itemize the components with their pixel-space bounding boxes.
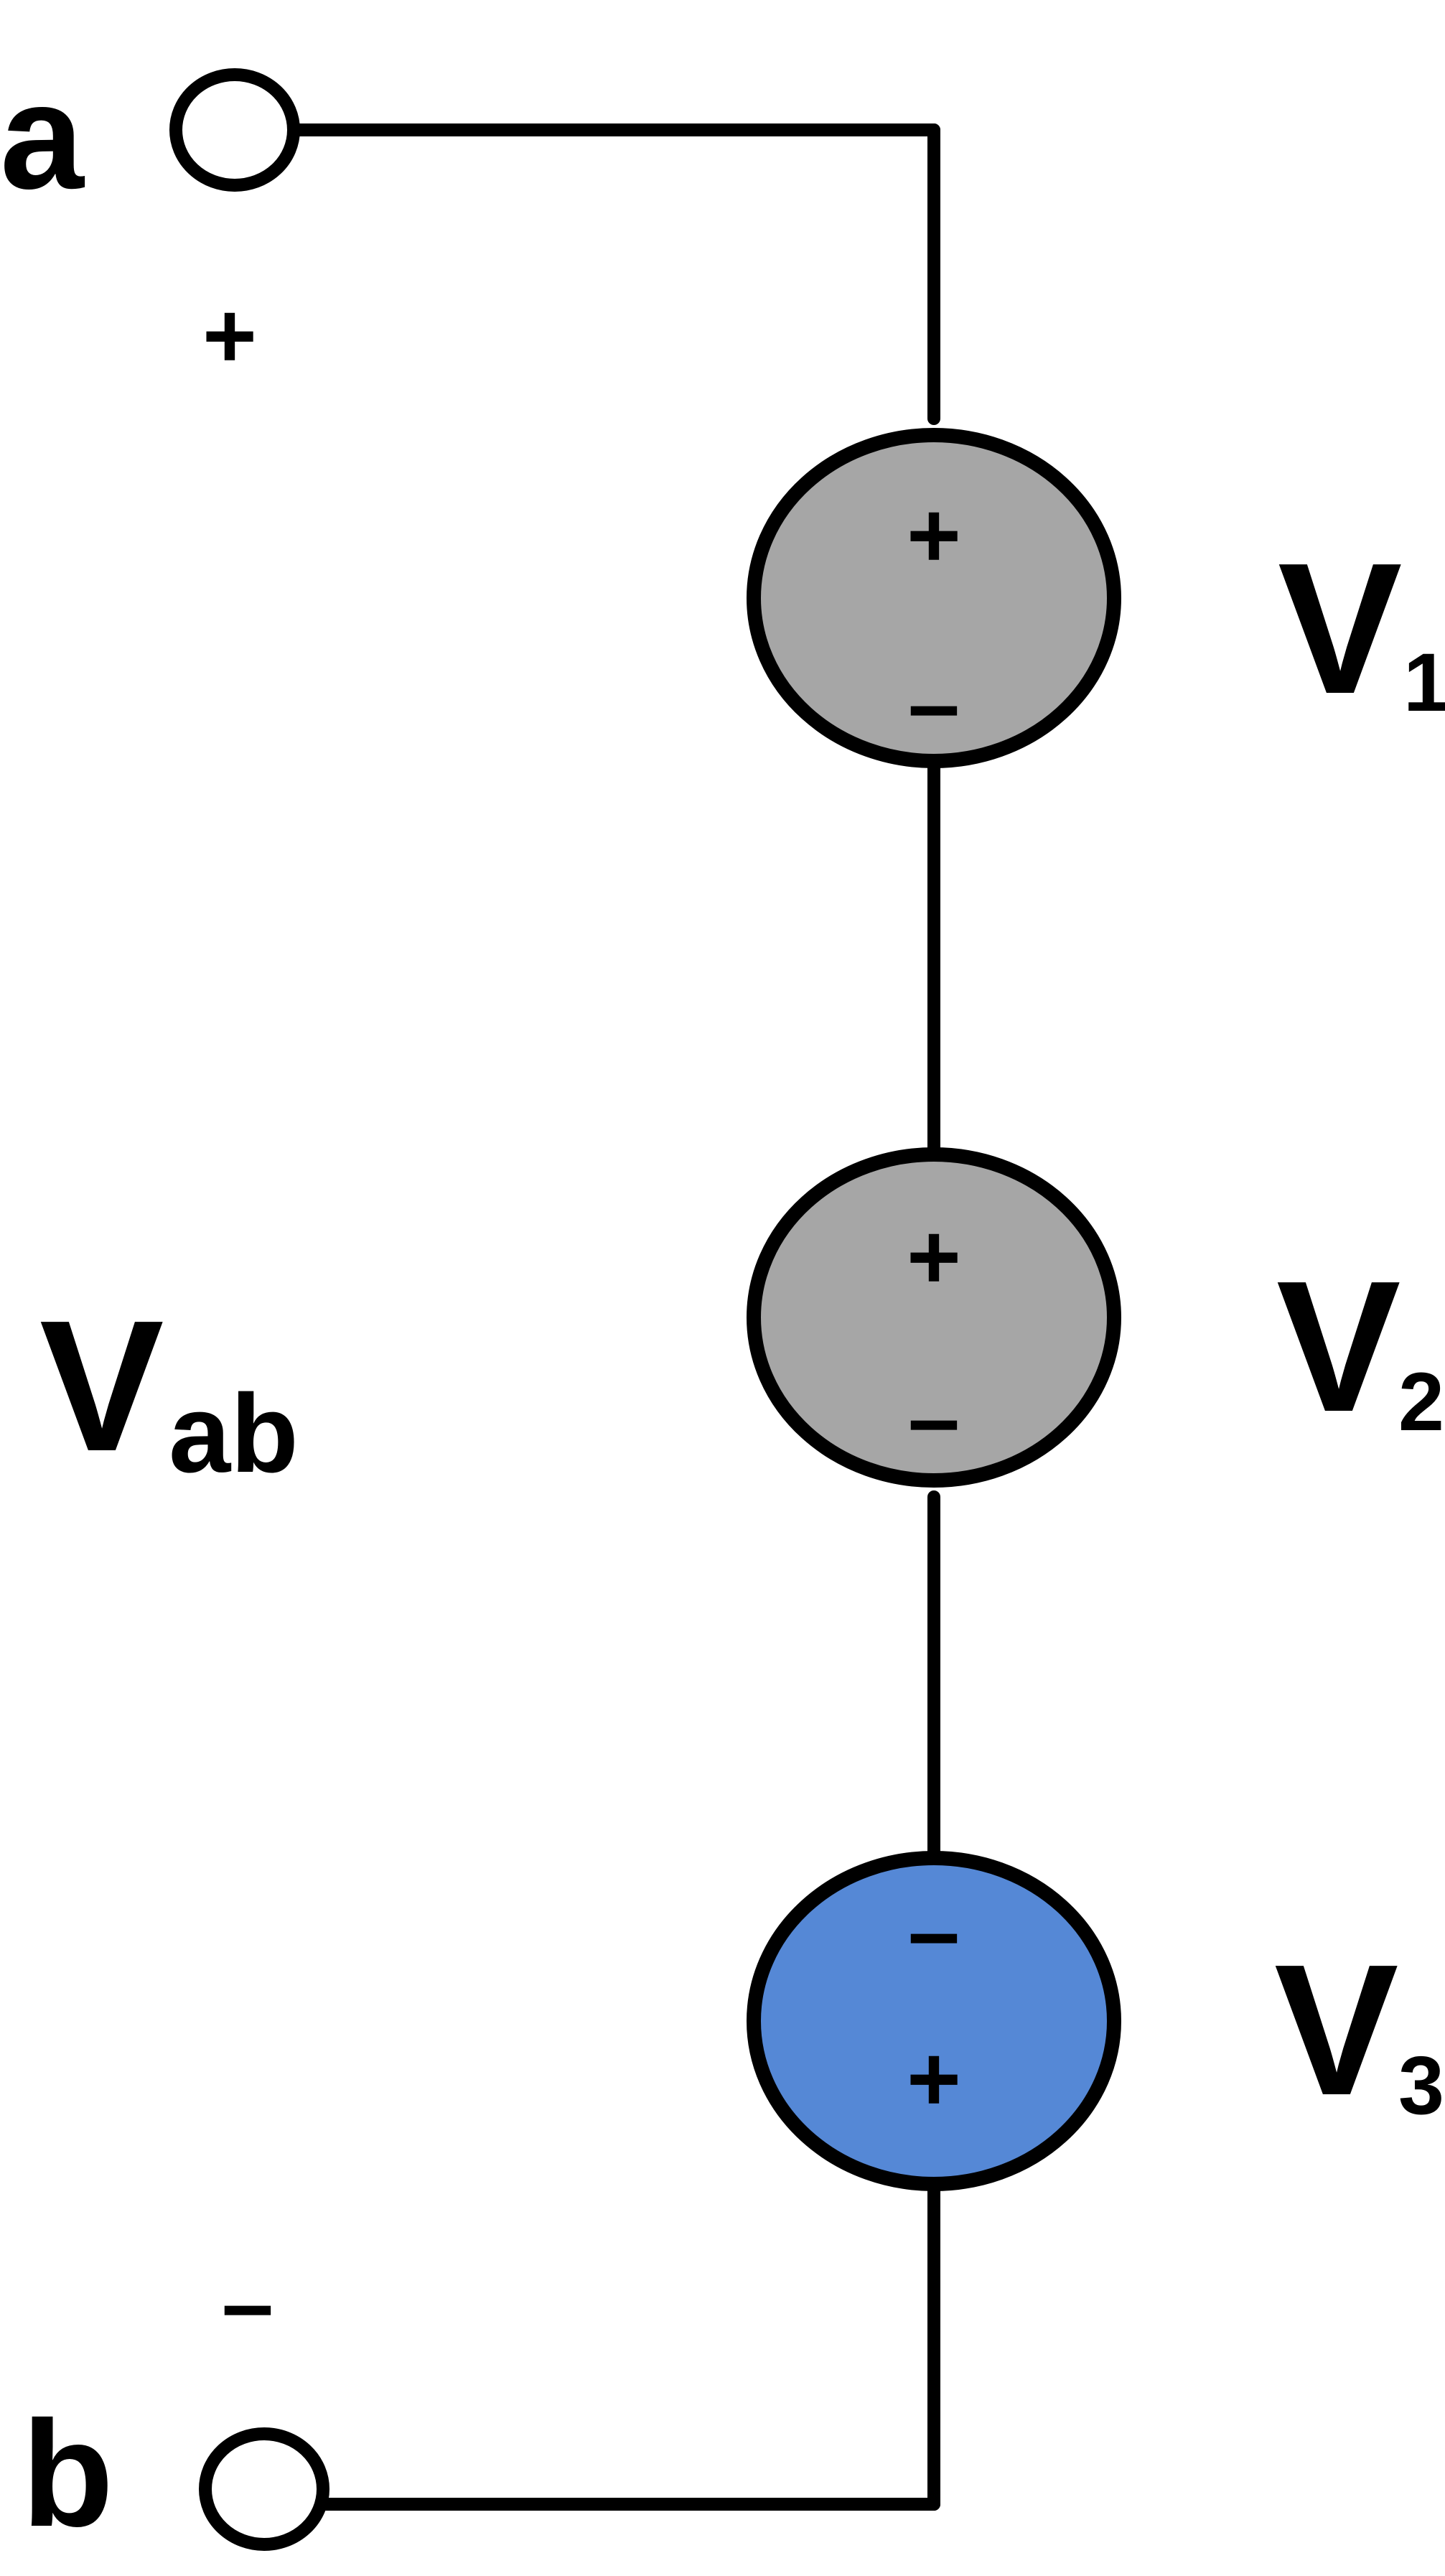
v3-label: V — [1274, 1926, 1400, 2134]
v1-bottom-sign: – — [908, 651, 960, 756]
terminal-b-node[interactable] — [199, 2427, 329, 2551]
v2-top-sign: + — [907, 1204, 961, 1309]
v1-top-sign: + — [907, 482, 961, 587]
wires — [288, 123, 940, 2511]
v2-label: V — [1276, 1243, 1402, 1451]
v2-bottom-sign: – — [908, 1366, 960, 1470]
vab-subscript: ab — [169, 1371, 299, 1495]
source-v2 — [747, 1147, 1121, 1488]
v1-label: V — [1278, 525, 1403, 733]
source-v3 — [747, 1851, 1121, 2191]
v2-subscript: 2 — [1398, 1356, 1444, 1448]
terminal-a-sign: + — [202, 283, 257, 388]
source-v1 — [747, 428, 1121, 768]
vab-label: V — [39, 1282, 165, 1490]
v3-subscript: 3 — [1398, 2040, 1444, 2132]
v3-bottom-sign: + — [907, 2026, 961, 2131]
terminal-b-label: b — [22, 2389, 113, 2558]
terminal-a-node[interactable] — [169, 68, 300, 192]
v1-subscript: 1 — [1403, 637, 1445, 729]
v3-top-sign: – — [908, 1879, 960, 1984]
terminal-a-label: a — [0, 52, 85, 220]
terminal-b-sign: – — [222, 2251, 273, 2356]
